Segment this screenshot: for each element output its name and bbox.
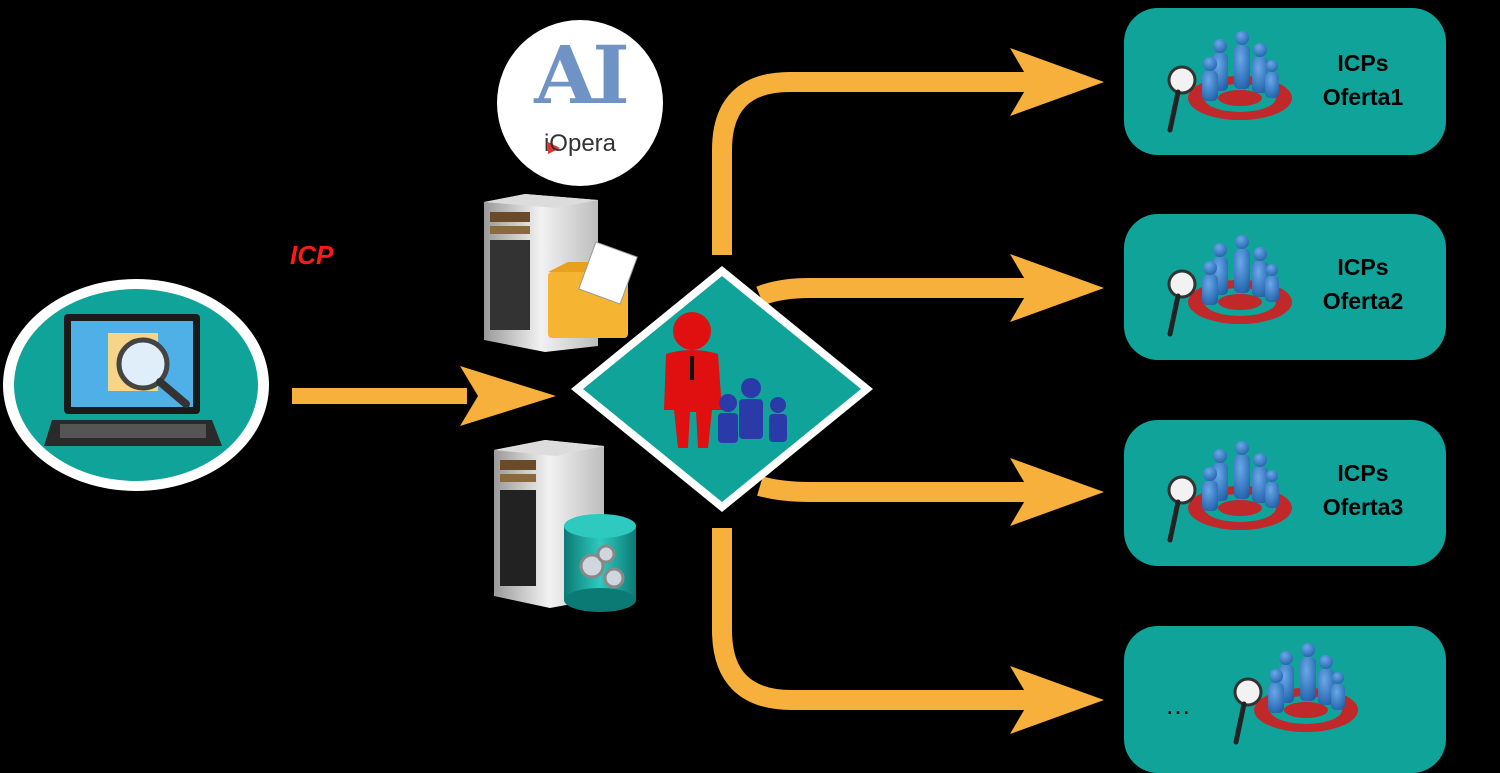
output-1-label: ICPs Oferta1 bbox=[1288, 46, 1438, 114]
ai-logo-text: AI bbox=[534, 28, 630, 122]
output-2-label: ICPs Oferta2 bbox=[1288, 250, 1438, 318]
output-arrows bbox=[712, 72, 1030, 710]
manager-team-icon bbox=[664, 312, 787, 448]
ai-iopera-logo bbox=[497, 20, 663, 186]
iopera-logo-text: iOpera bbox=[543, 130, 617, 157]
target-audience-icon bbox=[1167, 31, 1292, 133]
output-4-ellipsis: … bbox=[1165, 690, 1191, 720]
output-2-line1: ICPs bbox=[1337, 254, 1389, 280]
laptop-search-icon bbox=[44, 314, 222, 446]
output-2-line2: Oferta2 bbox=[1322, 288, 1404, 314]
target-audience-icon bbox=[1167, 235, 1292, 337]
target-audience-icon bbox=[1167, 441, 1292, 543]
target-audience-icon bbox=[1233, 643, 1358, 745]
output-3-line2: Oferta3 bbox=[1322, 494, 1404, 520]
output-3-line1: ICPs bbox=[1337, 460, 1389, 486]
icp-input-label: ICP bbox=[290, 240, 334, 270]
output-3-label: ICPs Oferta3 bbox=[1288, 456, 1438, 524]
output-box-3 bbox=[1124, 420, 1446, 566]
output-1-line2: Oferta1 bbox=[1322, 84, 1404, 110]
output-box-1 bbox=[1124, 8, 1446, 155]
server-folder-icon bbox=[484, 194, 638, 352]
laptop-node bbox=[3, 279, 269, 491]
output-box-2 bbox=[1124, 214, 1446, 360]
output-1-line1: ICPs bbox=[1337, 50, 1389, 76]
input-arrow bbox=[292, 366, 556, 426]
server-database-gears-icon bbox=[494, 440, 636, 612]
decision-diamond bbox=[571, 266, 873, 512]
arrow-heads bbox=[1010, 48, 1104, 734]
